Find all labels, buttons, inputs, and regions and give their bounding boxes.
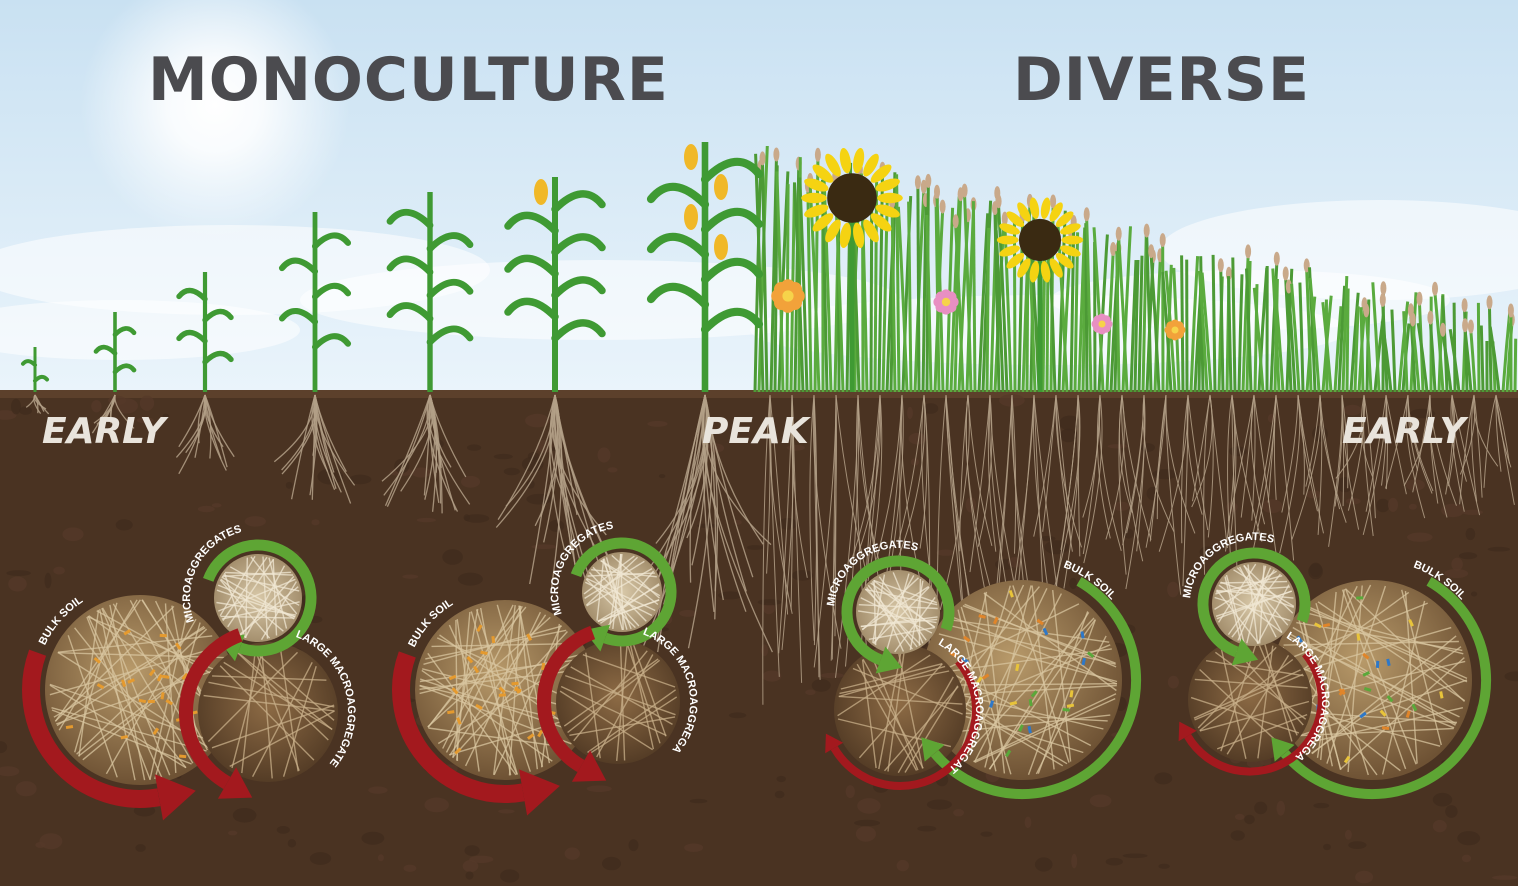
corn-plant-icon bbox=[176, 272, 234, 392]
flower-icon bbox=[933, 289, 959, 315]
stage-label-early-left: EARLY bbox=[42, 411, 166, 452]
corn-plant-icon bbox=[386, 192, 474, 392]
cycle-arrow-icon bbox=[1178, 547, 1491, 800]
cycle-arrow-icon bbox=[392, 537, 677, 816]
corn-plant-icon bbox=[504, 177, 606, 392]
sun-icon bbox=[80, 0, 350, 240]
corn-plant-icon bbox=[93, 312, 137, 392]
sunflower-icon bbox=[801, 147, 903, 392]
corn-plant-icon bbox=[278, 212, 352, 392]
soil-surface bbox=[0, 390, 1518, 398]
corn-plant-icon bbox=[646, 142, 764, 392]
corn-plant-icon bbox=[21, 347, 49, 392]
monoculture-title: MONOCULTURE bbox=[148, 45, 669, 115]
cycle-arrow-icon bbox=[22, 539, 317, 821]
diverse-title: DIVERSE bbox=[1013, 45, 1310, 115]
sunflower-icon bbox=[996, 197, 1084, 392]
flower-icon bbox=[771, 279, 805, 313]
corn-plants bbox=[21, 142, 764, 392]
flower-icon bbox=[1091, 313, 1113, 335]
stage-label-peak: PEAK bbox=[702, 411, 809, 452]
flower-icon bbox=[1164, 319, 1186, 341]
stage-label-early-right: EARLY bbox=[1342, 411, 1466, 452]
cycle-arrow-icon bbox=[825, 555, 1141, 800]
flowers bbox=[771, 147, 1186, 392]
